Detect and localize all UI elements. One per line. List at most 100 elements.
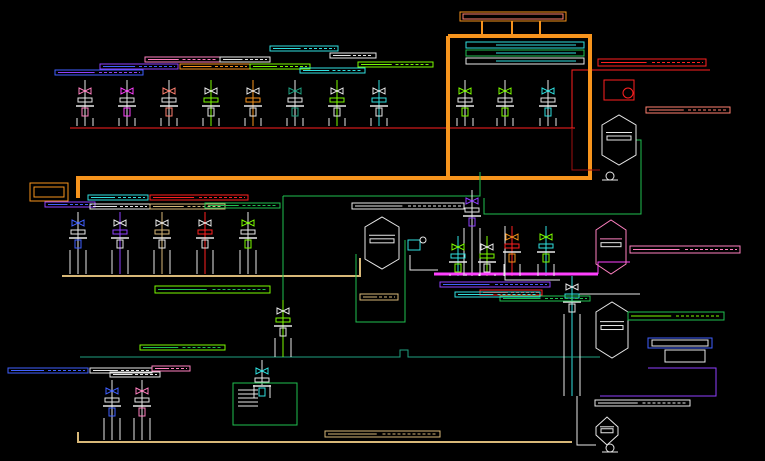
pipe-line	[571, 69, 710, 128]
vessel-symbol	[664, 349, 706, 363]
vessel-symbol	[364, 216, 400, 270]
annotation-tag	[269, 45, 339, 52]
actuator-symbol	[116, 239, 124, 249]
actuator-symbol	[123, 107, 131, 117]
valve-symbol	[498, 87, 512, 95]
actuator-symbol	[207, 107, 215, 117]
actuator-symbol	[544, 107, 552, 117]
annotation-tag	[357, 61, 434, 68]
main-orange-line	[76, 36, 450, 198]
valve-symbol	[105, 387, 119, 395]
valve-symbol	[539, 233, 553, 241]
valve-symbol	[241, 219, 255, 227]
valve-symbol	[451, 243, 465, 251]
actuator-symbol	[138, 407, 146, 417]
valve-body	[275, 317, 291, 323]
actuator-symbol	[454, 263, 462, 273]
valve-symbol	[565, 283, 579, 291]
heat-exchanger-symbol	[603, 79, 635, 101]
annotation-tag	[499, 295, 591, 302]
tag-box	[459, 11, 567, 22]
main-orange-loop	[448, 34, 592, 180]
vessel-symbol	[595, 301, 629, 359]
valve-body	[329, 97, 345, 103]
annotation-tag	[594, 399, 691, 407]
valve-symbol	[407, 239, 421, 251]
annotation-tag	[439, 281, 551, 288]
tag-box	[651, 339, 709, 347]
pump-symbol	[605, 443, 615, 453]
annotation-tag	[99, 63, 179, 70]
vessel-nameplate	[600, 325, 624, 331]
annotation-tag	[645, 106, 731, 114]
annotation-tag-boxes	[7, 11, 741, 438]
valve-symbol	[204, 87, 218, 95]
pipe-line	[597, 261, 630, 274]
annotation-tag	[329, 52, 377, 59]
annotation-tag	[597, 58, 707, 67]
tag-box	[29, 182, 69, 202]
valve-symbol	[458, 87, 472, 95]
annotation-tag	[359, 293, 399, 301]
valve-body	[254, 377, 270, 383]
annotation-tag	[454, 291, 541, 298]
tag-box	[465, 41, 585, 49]
pipe-line	[355, 240, 406, 323]
valve-body	[479, 253, 495, 259]
actuator-symbol	[508, 253, 516, 263]
annotation-tag	[204, 202, 281, 209]
annotation-tag	[627, 311, 725, 321]
valve-symbol	[480, 243, 494, 251]
valve-body	[497, 97, 513, 103]
actuator-symbol	[542, 253, 550, 263]
valve-symbol	[505, 233, 519, 241]
valve-body	[70, 229, 86, 235]
valve-body	[245, 97, 261, 103]
actuator-symbol	[333, 107, 341, 117]
pipe-line	[576, 396, 596, 446]
vessel-nameplate	[600, 428, 614, 434]
actuator-symbol	[249, 107, 257, 117]
valve-body	[104, 397, 120, 403]
valve-symbol	[465, 197, 479, 205]
valve-symbol	[198, 219, 212, 227]
tag-box	[462, 13, 564, 20]
valve-body	[77, 97, 93, 103]
annotation-tag	[324, 430, 441, 438]
tag-box	[33, 186, 65, 198]
bottom-header-tan	[77, 432, 572, 443]
tag-box	[647, 337, 713, 349]
valve-symbol	[276, 307, 290, 315]
actuator-symbol	[483, 263, 491, 273]
valve-body	[457, 97, 473, 103]
actuator-symbol	[291, 107, 299, 117]
annotation-tag	[299, 67, 366, 74]
valve-body	[119, 97, 135, 103]
actuator-symbol	[461, 107, 469, 117]
actuator-symbol	[81, 107, 89, 117]
annotation-tag	[219, 56, 271, 63]
annotation-tag	[154, 285, 271, 294]
annotation-tag	[249, 63, 311, 70]
pump-symbol	[605, 171, 615, 181]
actuator-symbol	[468, 217, 476, 227]
actuator-symbol	[201, 239, 209, 249]
tag-box	[465, 49, 585, 57]
vessel-symbol	[601, 114, 637, 166]
control-panel-box	[232, 382, 298, 426]
actuator-symbol	[279, 327, 287, 337]
lower-header-tan	[62, 258, 361, 277]
pipe-line	[483, 139, 642, 215]
valve-symbol	[372, 87, 386, 95]
valve-symbol	[113, 219, 127, 227]
valve-body	[287, 97, 303, 103]
vessel-nameplate	[606, 135, 632, 141]
valve-body	[464, 207, 480, 213]
valve-symbol	[71, 219, 85, 227]
actuator-symbol	[158, 239, 166, 249]
actuator-symbol	[501, 107, 509, 117]
valve-body	[504, 243, 520, 249]
pump-symbol	[419, 236, 427, 244]
annotation-tag	[139, 344, 226, 351]
